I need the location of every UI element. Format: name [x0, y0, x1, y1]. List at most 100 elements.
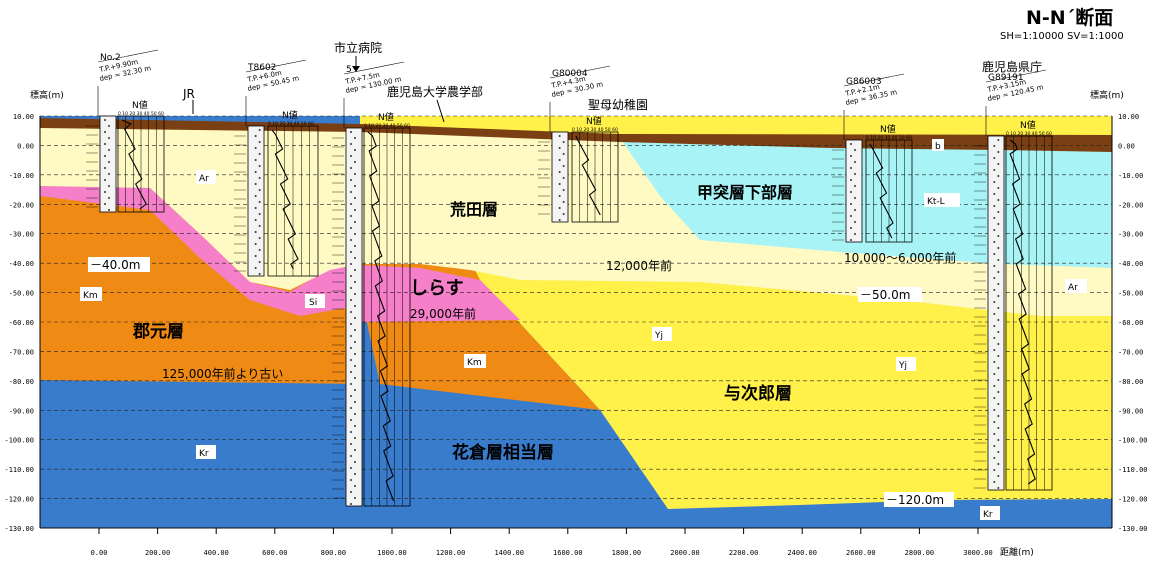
code-kr-2: Kr	[983, 510, 993, 520]
layer-codes: Ar Ar Kt-L Si Km Km Yj Yj Kr Kr b	[80, 139, 1087, 520]
elevation-tick-left: 10.00	[13, 113, 34, 121]
label-hanakura: 花倉層相当層	[452, 442, 554, 463]
n-value-trace	[869, 143, 894, 239]
elevation-gridlines	[40, 115, 1112, 529]
n-value-scale: 0 10 20 30 40 50 60	[268, 121, 314, 127]
code-yj-2: Yj	[898, 361, 907, 371]
elevation-tick-right: -70.00	[1118, 348, 1143, 356]
elevation-tick-left: -110.00	[4, 466, 34, 474]
n-value-scale: 0 10 20 30 40 50 60	[1006, 131, 1052, 137]
elevation-tick-right: 10.00	[1118, 113, 1139, 121]
left-elevation-ticks: 10.000.00-10.00-20.00-30.00-40.00-50.00-…	[4, 113, 34, 533]
landmark-prefecture: 鹿児島県庁	[982, 59, 1042, 74]
n-value-trace	[575, 135, 601, 216]
borehole-column	[987, 135, 1005, 491]
borehole-column	[99, 115, 117, 213]
n-value-label: N値	[1020, 119, 1036, 131]
n-value-label: N値	[378, 111, 394, 123]
depth-120: －120.0m	[886, 493, 944, 507]
borehole-depth-ticks	[832, 149, 844, 241]
label-gongen: 郡元層	[132, 322, 184, 342]
right-axis-label: 標高(m)	[1090, 89, 1124, 101]
age-125000: 125,000年前より古い	[162, 366, 283, 381]
borehole-depth-ticks	[86, 125, 98, 208]
elevation-tick-right: -10.00	[1118, 172, 1143, 180]
elevation-tick-right: -60.00	[1118, 319, 1143, 327]
depth-40: －40.0m	[90, 258, 140, 272]
elevation-tick-left: -10.00	[9, 172, 34, 180]
annotations: 12,000年前 29,000年前 10,000～6,000年前 125,000…	[88, 250, 956, 507]
elevation-tick-left: -130.00	[4, 525, 34, 533]
distance-tick: 1200.00	[436, 549, 466, 557]
x-axis-label: 距離(m)	[1000, 546, 1034, 558]
borehole-column	[345, 127, 363, 507]
landmark-jr: JR	[182, 87, 195, 101]
n-value-trace	[367, 131, 395, 502]
landmarks: JR 市立病院 鹿児島大学農学部 聖母幼稚園 鹿児島県庁	[182, 40, 1042, 123]
elevation-tick-right: -40.00	[1118, 260, 1143, 268]
layer-labels: 荒田層 甲突層下部層 しらす 郡元層 与次郎層 花倉層相当層	[132, 183, 793, 463]
depth-50: －50.0m	[860, 288, 910, 302]
borehole-name: T8602	[247, 63, 276, 73]
age-10000: 10,000～6,000年前	[844, 250, 956, 265]
borehole-depth-ticks	[538, 141, 550, 215]
layer-shirasu	[40, 186, 520, 322]
distance-tick: 1600.00	[553, 549, 583, 557]
distance-tick: 1800.00	[612, 549, 642, 557]
n-value-scale: 0 10 20 30 40 50 60	[866, 135, 912, 141]
elevation-tick-right: -80.00	[1118, 378, 1143, 386]
distance-tick: 0.00	[91, 549, 108, 557]
n-value-scale: 0 10 20 30 40 50 60	[118, 111, 164, 117]
elevation-tick-right: -130.00	[1118, 525, 1148, 533]
landmark-hospital: 市立病院	[334, 40, 382, 55]
elevation-tick-left: -60.00	[9, 319, 34, 327]
n-value-trace	[121, 119, 147, 210]
elevation-tick-left: -100.00	[4, 437, 34, 445]
n-value-scale: 0 10 20 30 40 50 60	[572, 127, 618, 133]
section-title: N-N´断面	[1026, 6, 1113, 29]
n-value-scale: 0 10 20 30 40 50 60	[364, 123, 410, 129]
code-kr-1: Kr	[199, 449, 209, 459]
n-value-label: N値	[880, 123, 896, 135]
distance-tick: 200.00	[145, 549, 170, 557]
distance-tick: 2600.00	[846, 549, 876, 557]
distance-tick: 2400.00	[787, 549, 817, 557]
label-shirasu: しらす	[410, 278, 464, 299]
landmark-university: 鹿児島大学農学部	[387, 84, 483, 99]
code-km-2: Km	[467, 358, 482, 368]
n-value-label: N値	[586, 115, 602, 127]
elevation-tick-left: -50.00	[9, 290, 34, 298]
elevation-tick-right: -20.00	[1118, 201, 1143, 209]
distance-tick: 600.00	[262, 549, 287, 557]
age-29000: 29,000年前	[410, 306, 476, 321]
n-value-label: N値	[132, 99, 148, 111]
label-yojiro: 与次郎層	[724, 383, 792, 404]
elevation-tick-left: -30.00	[9, 231, 34, 239]
code-si: Si	[309, 298, 317, 308]
layer-topsoil	[40, 118, 1112, 152]
code-ar-1: Ar	[199, 174, 209, 184]
code-yj-1: Yj	[654, 331, 663, 341]
elevation-tick-left: -80.00	[9, 378, 34, 386]
borehole-name: 5	[346, 65, 352, 75]
left-axis-label: 標高(m)	[30, 89, 64, 101]
elevation-tick-right: -120.00	[1118, 496, 1148, 504]
elevation-tick-left: -20.00	[9, 201, 34, 209]
elevation-tick-right: -30.00	[1118, 231, 1143, 239]
right-elevation-ticks: 10.000.00-10.00-20.00-30.00-40.00-50.00-…	[1118, 113, 1148, 533]
elevation-tick-left: -70.00	[9, 348, 34, 356]
distance-tick: 3000.00	[963, 549, 993, 557]
layer-gongen-left	[40, 196, 360, 384]
code-kt-l: Kt-L	[927, 197, 945, 207]
code-b: b	[935, 142, 941, 152]
borehole-name: No.2	[100, 53, 121, 63]
scale-text: SH=1:10000 SV=1:1000	[1000, 31, 1124, 42]
elevation-tick-left: 0.00	[17, 142, 34, 150]
distance-tick: 2800.00	[905, 549, 935, 557]
code-ar-2: Ar	[1068, 283, 1078, 293]
